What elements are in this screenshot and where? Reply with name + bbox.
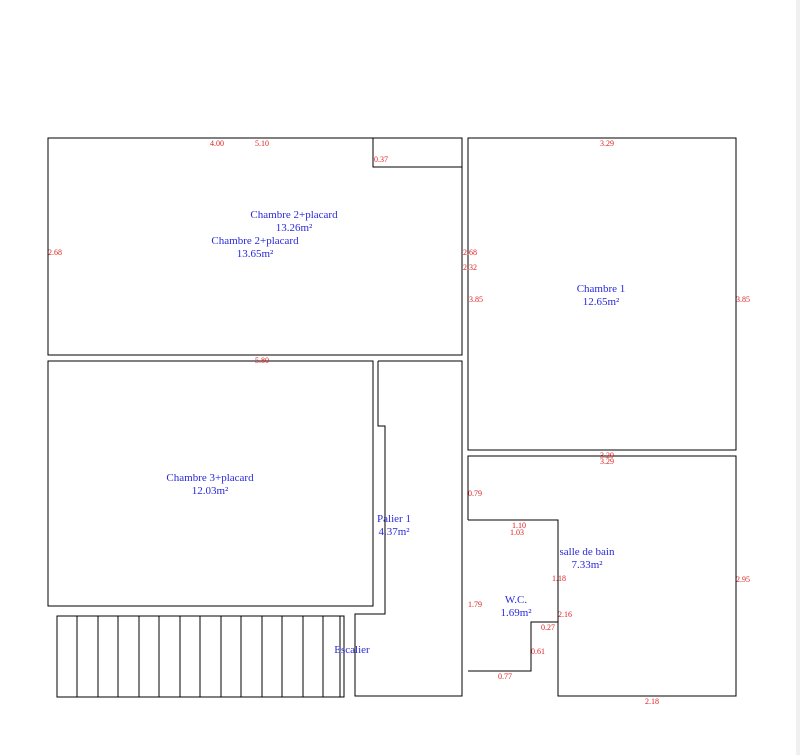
closet-outline: [372, 138, 462, 168]
dim-sdb-218: 2.18: [645, 697, 659, 706]
wc-outline: [468, 621, 558, 672]
dim-wc-179: 1.79: [468, 600, 482, 609]
dim-wc-027: 0.27: [541, 623, 555, 632]
room-name-palier: Palier 1: [377, 513, 411, 525]
room-area-wc: 1.69m²: [500, 607, 532, 619]
room-area-palier: 4.37m²: [378, 526, 410, 538]
vertical-scrollbar[interactable]: [796, 0, 800, 755]
room-name-sdb: salle de bain: [560, 546, 615, 558]
dim-sdb-110: 1.10: [512, 521, 526, 530]
chambre1-outline: [467, 137, 737, 451]
dim-wc-216: 2.16: [558, 610, 572, 619]
dimension-labels: 4.00 5.10 0.37 2.68 2.68 2.32 5.80 3.29 …: [48, 139, 750, 706]
room-area-chambre3: 12.03m²: [192, 485, 229, 497]
dim-sdb-top: 3.29: [600, 457, 614, 466]
dim-sdb-103: 1.03: [510, 528, 524, 537]
dim-wc-061: 0.61: [531, 647, 545, 656]
dim-mid-268: 2.68: [463, 248, 477, 257]
dim-wc-077: 0.77: [498, 672, 512, 681]
room-name-chambre2-alt: Chambre 2+placard: [211, 235, 299, 247]
room-name-chambre2: Chambre 2+placard: [250, 209, 338, 221]
room-name-chambre1: Chambre 1: [577, 283, 626, 295]
room-area-chambre1: 12.65m²: [583, 296, 620, 308]
dim-sdb-079: 0.79: [468, 489, 482, 498]
chambre2-outline: [47, 137, 463, 356]
palier-outline: [354, 360, 463, 697]
dim-sdb-118: 1.18: [552, 574, 566, 583]
room-name-escalier: Escalier: [334, 644, 370, 656]
dim-ch1-right: 3.85: [736, 295, 750, 304]
sdb-outline: [467, 455, 737, 697]
room-name-chambre3: Chambre 3+placard: [166, 472, 254, 484]
room-area-chambre2-alt: 13.65m²: [237, 248, 274, 260]
room-area-sdb: 7.33m²: [571, 559, 603, 571]
dim-mid-580: 5.80: [255, 356, 269, 365]
dim-ch1-bottom: 3.29: [600, 451, 614, 460]
dim-mid-232: 2.32: [463, 263, 477, 272]
walls: [47, 137, 737, 697]
dim-ch1-top: 3.29: [600, 139, 614, 148]
dim-closet-037: 0.37: [374, 155, 388, 164]
dim-top-510: 5.10: [255, 139, 269, 148]
dim-sdb-right: 2.95: [736, 575, 750, 584]
dim-ch1-left: 3.85: [469, 295, 483, 304]
room-name-wc: W.C.: [505, 594, 527, 606]
room-labels: Chambre 2+placard 13.26m² Chambre 2+plac…: [166, 209, 625, 656]
escalier-steps: [56, 615, 345, 698]
dim-top-400: 4.00: [210, 139, 224, 148]
dim-left-268: 2.68: [48, 248, 62, 257]
chambre3-outline: [47, 360, 374, 607]
room-area-chambre2: 13.26m²: [276, 222, 313, 234]
